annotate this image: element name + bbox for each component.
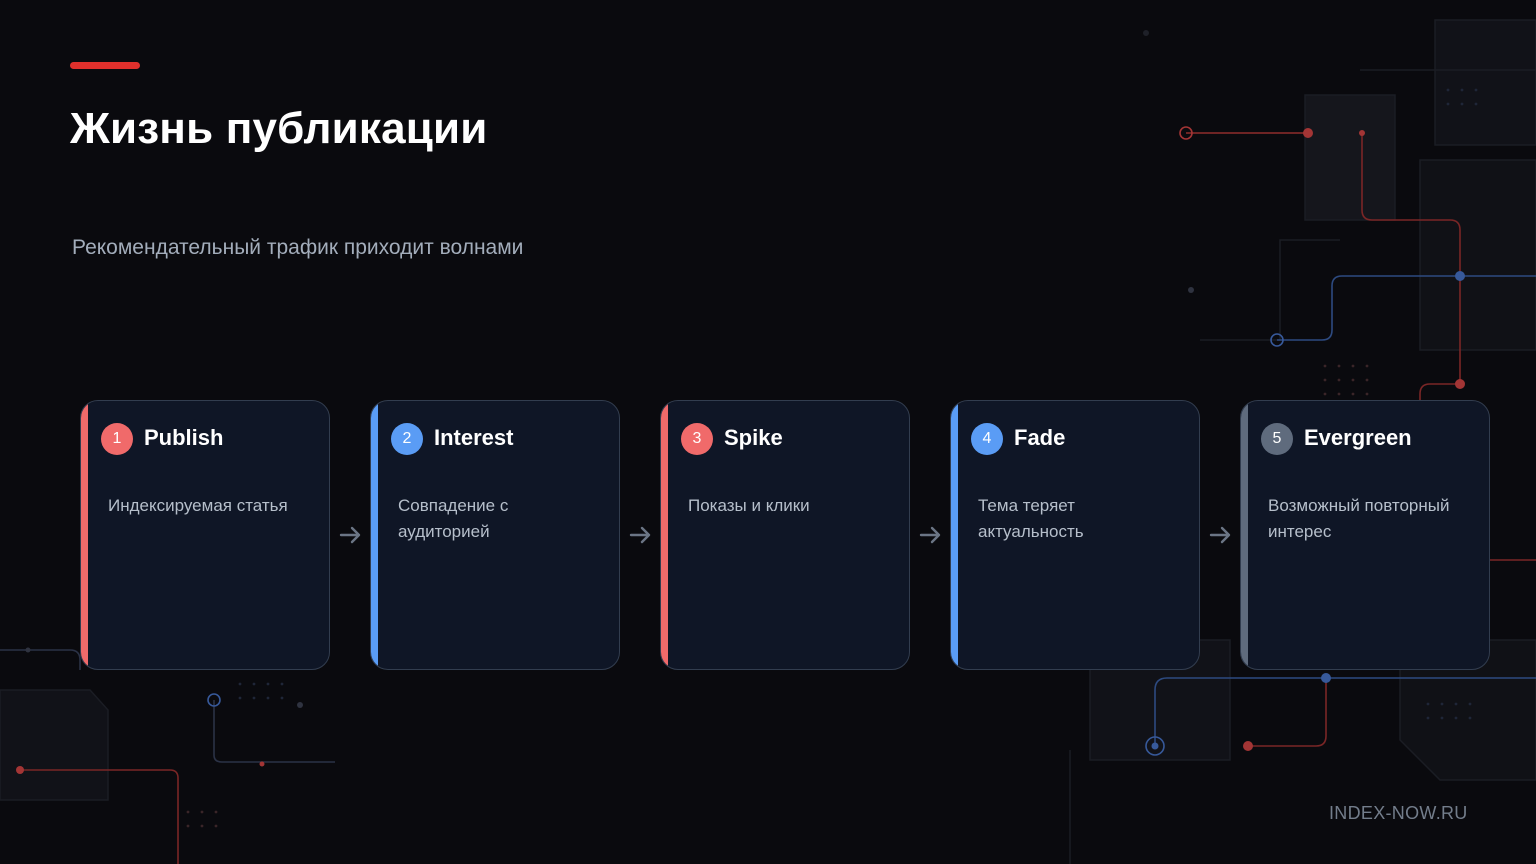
step-title: Evergreen — [1304, 425, 1412, 450]
step-title: Fade — [1014, 425, 1066, 450]
arrow-right-icon — [919, 526, 941, 544]
step-accent-stripe — [1241, 401, 1248, 669]
slide-subtitle: Рекомендательный трафик приходит волнами — [72, 236, 524, 259]
step-card-fade: 4 Fade Тема теряет актуальность — [950, 400, 1200, 670]
step-card-spike: 3 Spike Показы и клики — [660, 400, 910, 670]
step-description: Возможный повторный интерес — [1268, 496, 1450, 541]
step-description: Показы и клики — [688, 496, 810, 515]
step-number-badge: 2 — [391, 423, 423, 455]
step-title: Interest — [434, 425, 514, 450]
step-description: Совпадение с аудиторией — [398, 496, 509, 541]
arrow-right-icon — [629, 526, 651, 544]
step-accent-stripe — [371, 401, 378, 669]
arrow-right-icon — [339, 526, 361, 544]
step-number-badge: 1 — [101, 423, 133, 455]
step-accent-stripe — [951, 401, 958, 669]
step-number-badge: 4 — [971, 423, 1003, 455]
step-card-publish: 1 Publish Индексируемая статья — [80, 400, 330, 670]
step-accent-stripe — [81, 401, 88, 669]
step-card-interest: 2 Interest Совпадение с аудиторией — [370, 400, 620, 670]
footer-site-url: INDEX-NOW.RU — [1329, 803, 1468, 823]
step-card-evergreen: 5 Evergreen Возможный повторный интерес — [1240, 400, 1490, 670]
step-title: Publish — [144, 425, 224, 450]
step-description: Тема теряет актуальность — [978, 496, 1084, 541]
step-accent-stripe — [661, 401, 668, 669]
arrow-right-icon — [1209, 526, 1231, 544]
title-accent-bar — [70, 62, 140, 69]
slide-title: Жизнь публикации — [70, 104, 488, 153]
step-description: Индексируемая статья — [108, 496, 288, 515]
step-title: Spike — [724, 425, 783, 450]
step-number-badge: 5 — [1261, 423, 1293, 455]
step-number-badge: 3 — [681, 423, 713, 455]
